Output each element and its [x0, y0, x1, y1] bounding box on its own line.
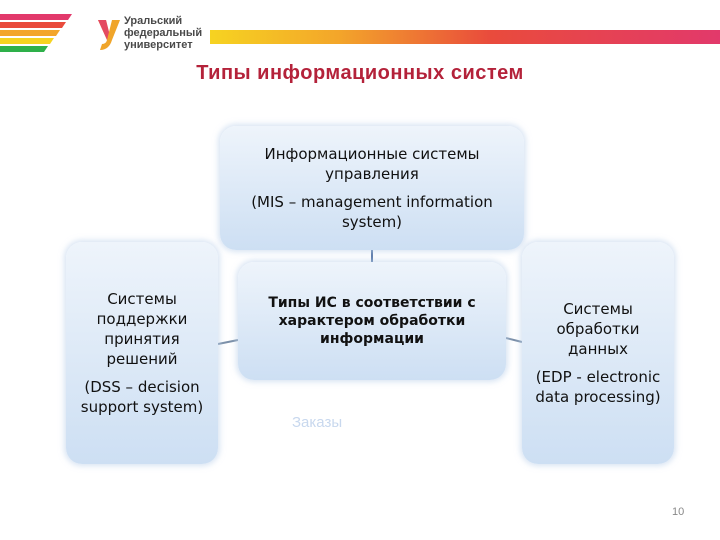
brand-color-bar — [210, 30, 720, 44]
logo-line-2: федеральный — [124, 27, 203, 39]
university-name: Уральский федеральный университет — [124, 15, 214, 51]
ghost-text: Заказы — [292, 414, 343, 431]
page-number: 10 — [672, 506, 685, 518]
logo-line-3: университет — [124, 39, 193, 51]
node-edp: Системы обработки данных (EDP - electron… — [522, 242, 674, 464]
page-title: Типы информационных систем — [196, 62, 524, 84]
university-logo-icon — [98, 20, 120, 50]
node-edp-title: Системы обработки данных — [556, 300, 640, 358]
node-dss: Системы поддержки принятия решений (DSS … — [66, 242, 218, 464]
node-mis: Информационные системы управления (MIS –… — [220, 126, 524, 250]
node-mis-title: Информационные системы управления — [264, 145, 480, 183]
node-mis-subtitle: (MIS – management information system) — [251, 193, 493, 231]
node-dss-subtitle: (DSS – decision support system) — [80, 378, 204, 416]
node-center-label: Типы ИС в соответствии с характером обра… — [268, 295, 476, 347]
node-center: Типы ИС в соответствии с характером обра… — [238, 262, 506, 380]
node-dss-title: Системы поддержки принятия решений — [96, 290, 188, 368]
connector-left-center — [217, 339, 239, 345]
node-edp-subtitle: (EDP - electronic data processing) — [535, 368, 661, 406]
decorative-stripes — [0, 14, 72, 52]
logo-line-1: Уральский — [124, 15, 183, 27]
connector-center-right — [505, 337, 523, 343]
